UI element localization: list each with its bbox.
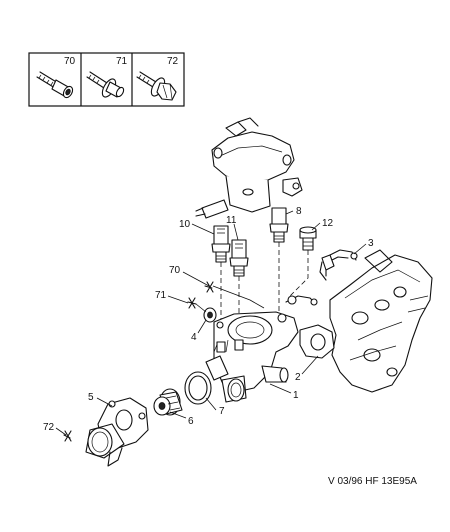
- alignment-line: [289, 250, 309, 297]
- flange-bolt-icon: [86, 71, 125, 98]
- legend-label-72: 72: [167, 56, 179, 67]
- callout-12: 12: [322, 218, 334, 229]
- callout-70: 70: [169, 265, 181, 276]
- thermostat-6: [153, 388, 183, 416]
- canister-housing: [195, 117, 303, 219]
- pipe-2: [285, 295, 335, 359]
- seal-7: [184, 371, 212, 405]
- sensor-8: [269, 207, 289, 243]
- callout-7: 7: [219, 406, 225, 417]
- callout-8: 8: [296, 206, 302, 217]
- callout-1: 1: [293, 390, 299, 401]
- callout-72: 72: [43, 422, 55, 433]
- callout-6: 6: [188, 416, 194, 427]
- hose-3: [319, 249, 358, 281]
- legend-label-71: 71: [116, 56, 128, 67]
- thermostat-housing-1: [205, 311, 299, 403]
- engine-block-outline: [329, 249, 433, 393]
- callout-4: 4: [191, 332, 197, 343]
- callout-2: 2: [295, 372, 301, 383]
- washer-4: [203, 307, 217, 323]
- bolt-72-assembly: [63, 430, 72, 442]
- hex-flange-bolt-icon: [136, 71, 177, 101]
- callout-11: 11: [226, 215, 237, 226]
- callout-71: 71: [155, 290, 167, 301]
- legend-label-70: 70: [64, 56, 76, 67]
- callout-5: 5: [88, 392, 94, 403]
- outlet-elbow-5: [85, 397, 149, 467]
- sensor-10: [211, 225, 231, 263]
- callout-3: 3: [368, 238, 374, 249]
- socket-head-bolt-icon: [36, 71, 74, 99]
- sensor-11: [229, 239, 249, 277]
- leader-lines: [55, 210, 367, 436]
- drawing-reference-code: V 03/96 HF 13E95A: [328, 476, 417, 487]
- callout-10: 10: [179, 219, 191, 230]
- plug-12: [299, 226, 317, 251]
- bolt-70-assembly: [204, 281, 214, 293]
- bolt-71-assembly: [187, 297, 197, 309]
